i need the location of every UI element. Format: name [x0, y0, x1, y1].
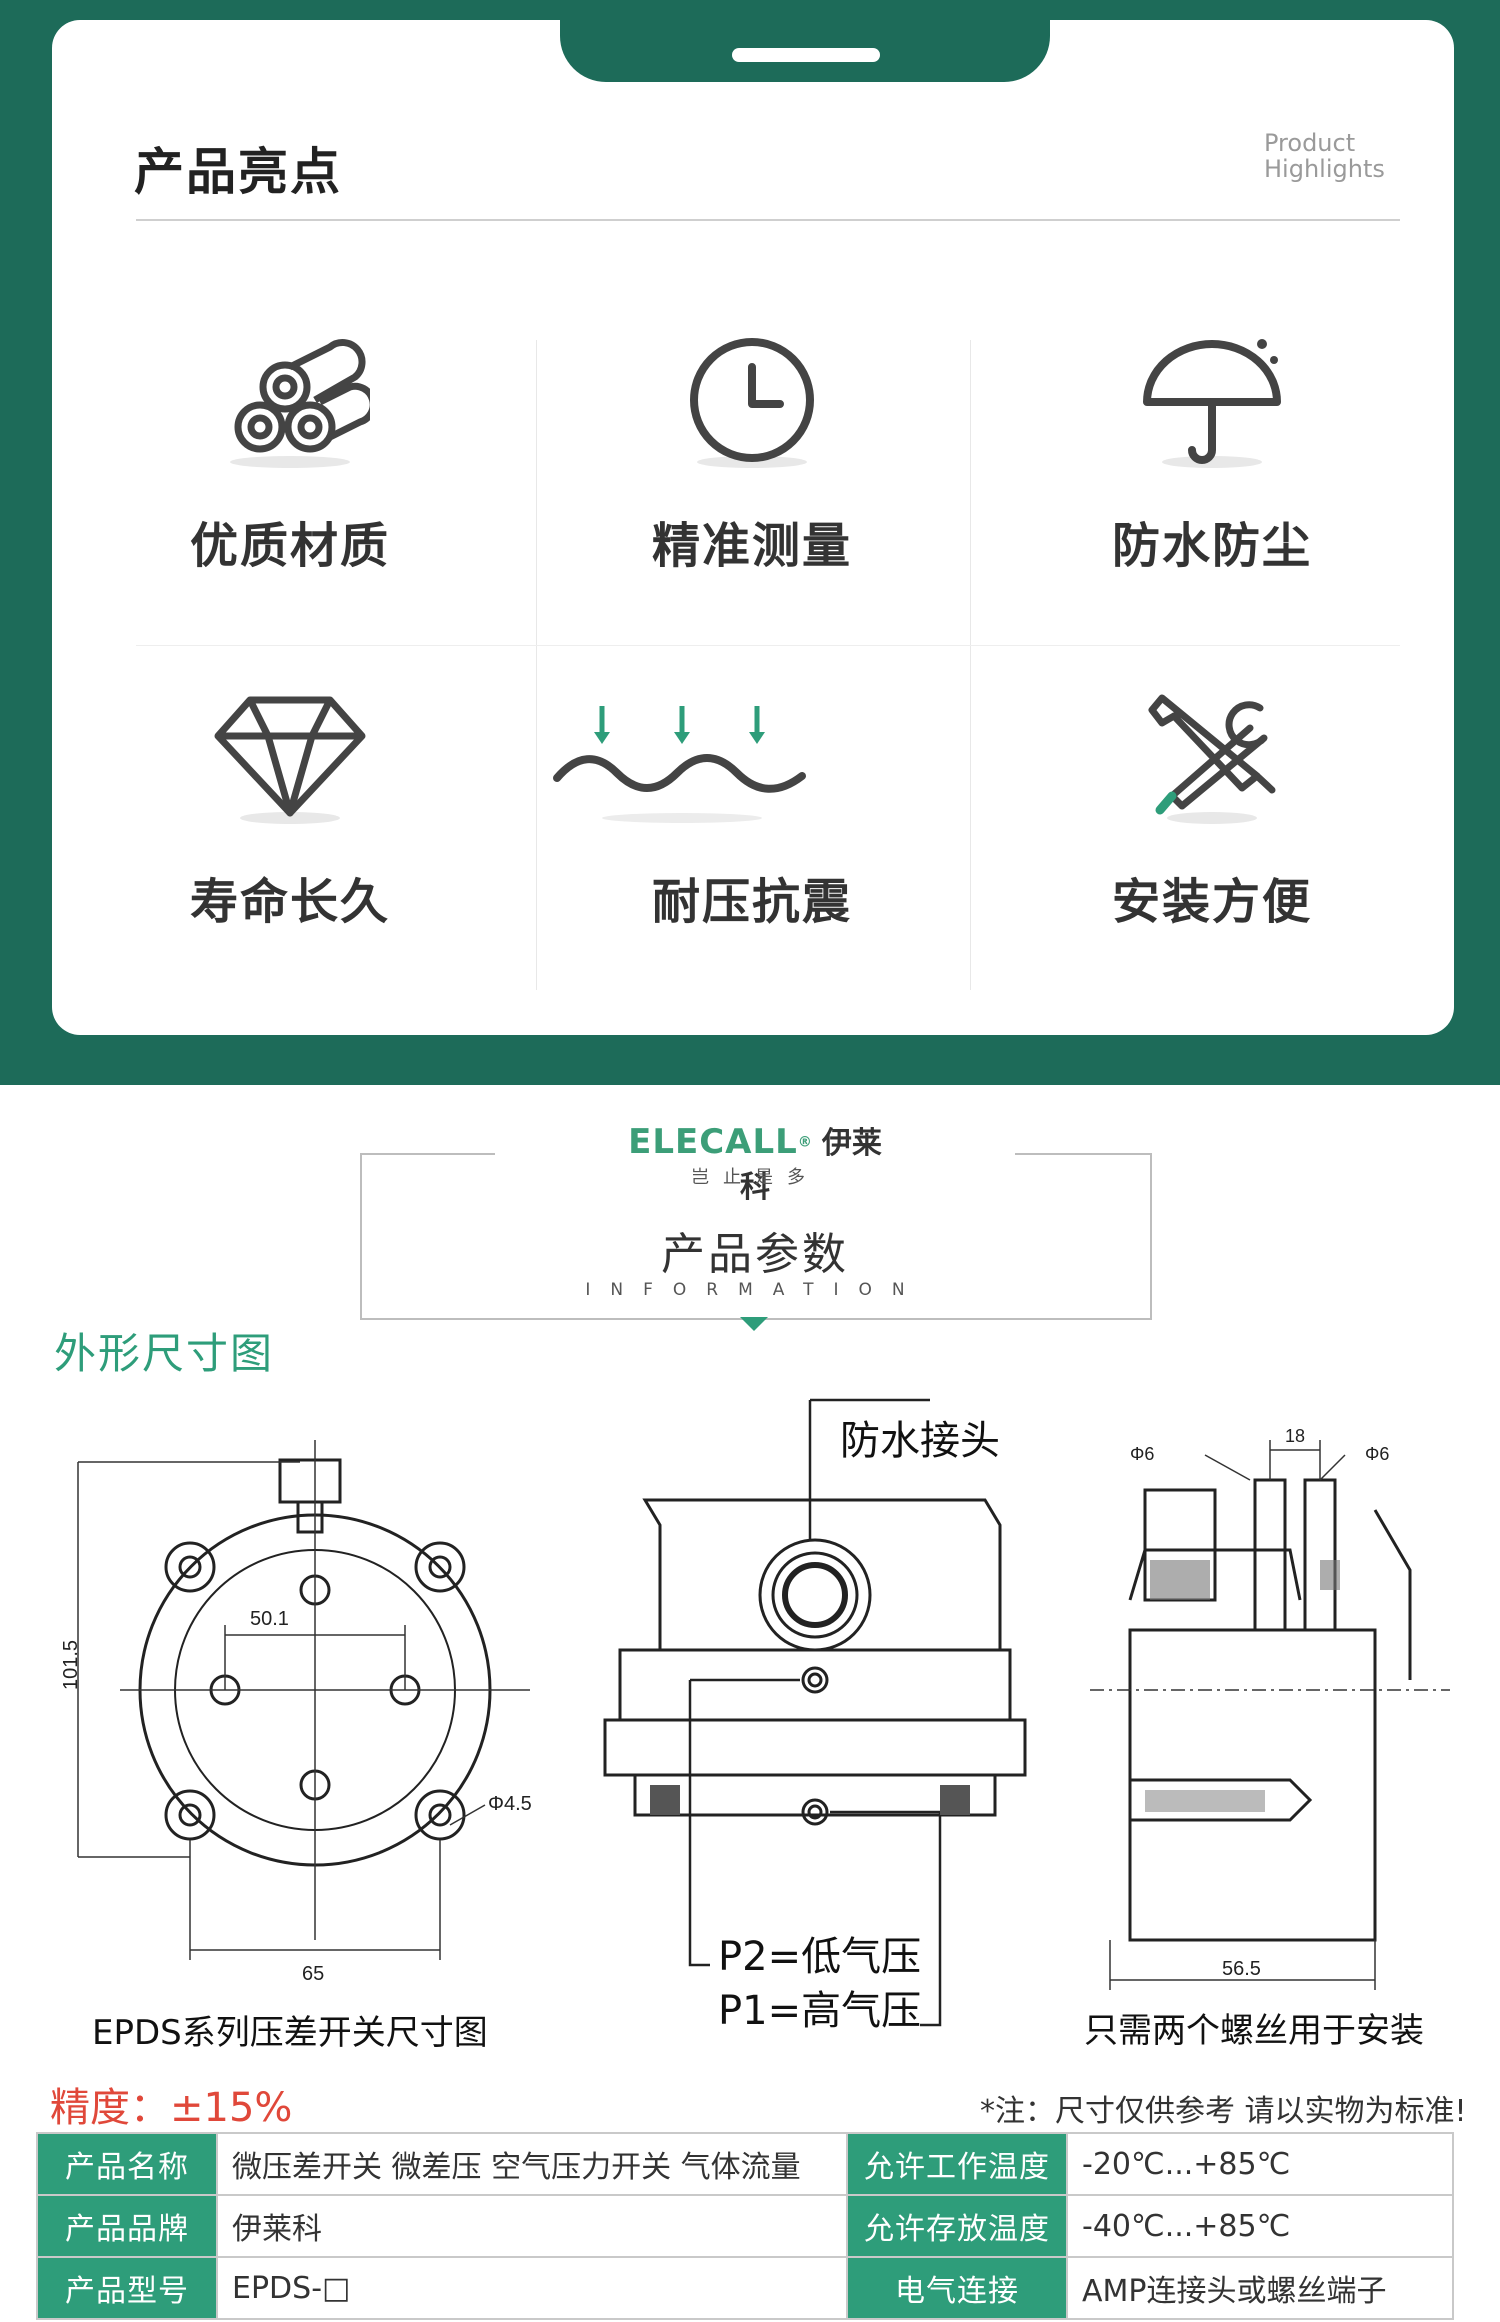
accuracy-text: 精度：±15%	[50, 2085, 293, 2131]
umbrella-icon	[1143, 339, 1281, 468]
feature-label: 精准测量	[651, 518, 852, 574]
dim-port-left: Φ6	[1130, 1444, 1154, 1464]
subtitle-line-2: Highlights	[1264, 155, 1385, 183]
feature-label: 耐压抗震	[651, 874, 852, 930]
dim-width: 65	[302, 1963, 324, 1980]
spec-key: 电气连接	[846, 2256, 1068, 2320]
dimension-note: *注：尺寸仅供参考 请以实物为标准!	[980, 2094, 1467, 2129]
callout-p1-high-pressure: P1=高气压	[718, 1988, 922, 2034]
brand-slogan: 岂止是多	[691, 1167, 819, 1188]
registered-mark: ®	[797, 1134, 813, 1151]
feature-label: 优质材质	[189, 518, 390, 574]
section-view-caption: 只需两个螺丝用于安装	[1084, 2011, 1424, 2051]
dim-port-right: Φ6	[1365, 1444, 1389, 1464]
spec-key: 产品型号	[36, 2256, 218, 2320]
grid-divider-h	[136, 645, 1400, 646]
feature-install: 安装方便	[1062, 688, 1362, 932]
title-divider	[136, 219, 1400, 221]
feature-label: 寿命长久	[189, 874, 390, 930]
info-banner-subtitle: INFORMATION	[585, 1280, 925, 1300]
spec-key: 产品品牌	[36, 2194, 218, 2258]
info-frame-top-right	[1015, 1153, 1150, 1155]
feature-pressure: 耐压抗震	[553, 688, 902, 932]
dim-hole-spacing: 50.1	[250, 1608, 289, 1630]
callout-waterproof-connector: 防水接头	[840, 1418, 1000, 1464]
spec-value: -20℃...+85℃	[1066, 2132, 1454, 2196]
feature-label: 防水防尘	[1111, 518, 1312, 574]
spec-key: 产品名称	[36, 2132, 218, 2196]
dim-port-spacing: 18	[1285, 1426, 1305, 1446]
diamond-icon	[214, 696, 366, 824]
feature-lifespan: 寿命长久	[140, 688, 440, 932]
dim-depth: 56.5	[1222, 1958, 1261, 1980]
highlights-title: 产品亮点	[134, 143, 342, 201]
highlights-card: 产品亮点 Product Highlights 优质材质 精准测量	[52, 20, 1454, 1035]
table-row: 产品型号 EPDS-□ 电气连接 AMP连接头或螺丝端子	[36, 2256, 1454, 2320]
grid-divider-v1	[536, 340, 537, 990]
spec-value: EPDS-□	[216, 2256, 848, 2320]
front-view-caption: EPDS系列压差开关尺寸图	[92, 2013, 488, 2053]
card-tab-bar	[732, 48, 880, 62]
front-view-drawing: 50.1 Φ4.5 65 101.5	[60, 1440, 532, 1980]
dim-hole-diameter: Φ4.5	[488, 1793, 532, 1815]
brand-logo-block: ELECALL® 伊莱科	[620, 1118, 890, 1206]
spec-value: 微压差开关 微差压 空气压力开关 气体流量	[216, 2132, 848, 2196]
section-view-drawing: Φ6 18 Φ6 56.5	[1090, 1426, 1450, 1990]
dimension-heading: 外形尺寸图	[54, 1329, 275, 1378]
feature-waterproof: 防水防尘	[1062, 332, 1362, 576]
brand-logo: ELECALL	[628, 1122, 798, 1162]
dim-height: 101.5	[60, 1640, 82, 1690]
callout-p2-low-pressure: P2=低气压	[718, 1934, 922, 1980]
spec-value: AMP连接头或螺丝端子	[1066, 2256, 1454, 2320]
table-row: 产品品牌 伊莱科 允许存放温度 -40℃...+85℃	[36, 2194, 1454, 2258]
info-banner-title: 产品参数	[661, 1229, 849, 1280]
pipes-icon	[230, 338, 370, 468]
info-banner-arrow	[740, 1317, 768, 1331]
info-frame-top-left	[360, 1153, 495, 1155]
spec-key: 允许工作温度	[846, 2132, 1068, 2196]
grid-divider-v2	[970, 340, 971, 990]
spec-table: 产品名称 微压差开关 微差压 空气压力开关 气体流量 允许工作温度 -20℃..…	[36, 2132, 1454, 2320]
pressure-wave-icon	[553, 706, 806, 823]
spec-value: 伊莱科	[216, 2194, 848, 2258]
table-row: 产品名称 微压差开关 微差压 空气压力开关 气体流量 允许工作温度 -20℃..…	[36, 2132, 1454, 2196]
spec-key: 允许存放温度	[846, 2194, 1068, 2258]
feature-label: 安装方便	[1111, 874, 1312, 930]
tools-icon	[1148, 694, 1276, 824]
clock-icon	[690, 338, 814, 468]
feature-material: 优质材质	[140, 332, 440, 576]
side-view-drawing	[603, 1398, 1027, 2027]
brand-name-cn: 伊莱科	[740, 1126, 882, 1205]
feature-accuracy: 精准测量	[602, 332, 902, 576]
highlights-subtitle-en: Product Highlights	[1264, 130, 1414, 182]
spec-value: -40℃...+85℃	[1066, 2194, 1454, 2258]
subtitle-line-1: Product	[1264, 129, 1356, 157]
